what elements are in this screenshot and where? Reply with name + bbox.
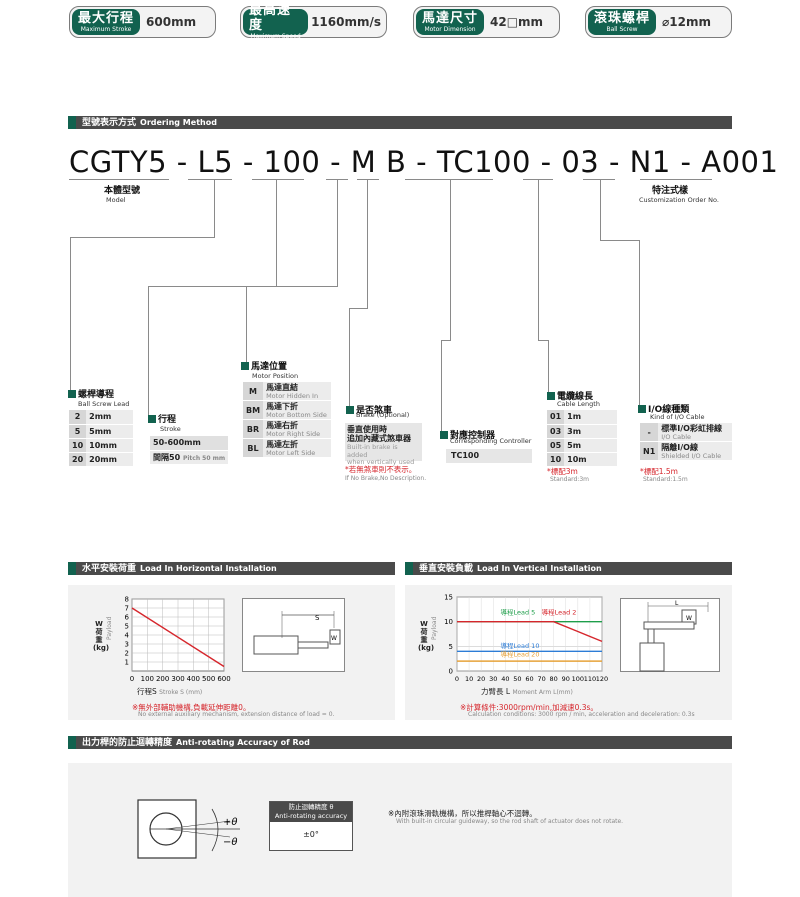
horizontal-diagram bbox=[242, 598, 345, 672]
series-label: 導程Lead 10 bbox=[501, 641, 540, 650]
x-tick-label: 80 bbox=[550, 675, 558, 683]
x-tick-label: 0 bbox=[130, 675, 134, 683]
y-tick-label: 5 bbox=[449, 643, 453, 651]
svg-text:−θ: −θ bbox=[223, 837, 238, 848]
x-tick-label: 300 bbox=[171, 675, 184, 683]
vertical-actuator-diagram: L W bbox=[639, 600, 709, 672]
x-tick-label: 110 bbox=[584, 675, 596, 683]
x-tick-label: 100 bbox=[572, 675, 584, 683]
model-title: 本體型號 bbox=[104, 186, 141, 196]
x-tick-label: 30 bbox=[489, 675, 497, 683]
y-tick-label: 6 bbox=[125, 614, 130, 622]
cable-title: 電纜線長 bbox=[547, 389, 593, 402]
rod-section-diagram: +θ −θ bbox=[137, 799, 240, 859]
x-tick-label: 70 bbox=[537, 675, 545, 683]
table-row: 50-600mm bbox=[150, 436, 229, 451]
motor-position-title: 馬達位置 bbox=[241, 359, 287, 372]
y-tick-label: 15 bbox=[444, 594, 453, 602]
y-tick-label: 2 bbox=[125, 650, 129, 658]
x-tick-label: 120 bbox=[596, 675, 608, 683]
x-tick-label: 0 bbox=[455, 675, 459, 683]
x-tick-label: 20 bbox=[477, 675, 485, 683]
model-code: CGTY5 - L5 - 100 - M B - TC100 - 03 - N1… bbox=[69, 145, 779, 179]
x-tick-label: 600 bbox=[217, 675, 230, 683]
s-label: S bbox=[315, 614, 320, 622]
series-label: 導程Lead 2 bbox=[542, 607, 577, 616]
svg-text:W: W bbox=[686, 615, 692, 622]
x-tick-label: 200 bbox=[156, 675, 169, 683]
svg-text:+θ: +θ bbox=[223, 817, 238, 828]
y-tick-label: 5 bbox=[125, 623, 129, 631]
svg-text:W: W bbox=[331, 635, 337, 642]
x-tick-label: 40 bbox=[501, 675, 509, 683]
badge-title: 最大行程 bbox=[78, 10, 135, 26]
series-label: 導程Lead 5 bbox=[501, 607, 536, 616]
series-label: 導程Lead 20 bbox=[501, 650, 540, 659]
horizontal-actuator-diagram: S W bbox=[253, 611, 341, 655]
brake-box: 垂直使用時追加內藏式煞車器 Built-in brake is added wh… bbox=[345, 423, 422, 466]
x-tick-label: 10 bbox=[465, 675, 473, 683]
y-tick-label: 1 bbox=[125, 659, 129, 667]
series-line bbox=[131, 607, 225, 668]
y-tick-label: 10 bbox=[444, 618, 453, 626]
stroke-table: 50-600mm 間隔50 Pitch 50 mm bbox=[150, 436, 229, 465]
y-tick-label: 7 bbox=[125, 605, 129, 613]
stroke-title: 行程 bbox=[148, 412, 176, 425]
x-tick-label: 60 bbox=[525, 675, 533, 683]
x-tick-label: 100 bbox=[141, 675, 154, 683]
x-tick-label: 500 bbox=[202, 675, 215, 683]
vertical-diagram bbox=[620, 598, 720, 672]
brake-title: 是否煞車 bbox=[346, 403, 392, 416]
svg-text:L: L bbox=[675, 600, 679, 607]
y-tick-label: 3 bbox=[125, 641, 129, 649]
x-tick-label: 90 bbox=[562, 675, 570, 683]
table-row: 間隔50 Pitch 50 mm bbox=[150, 450, 229, 465]
x-tick-label: 50 bbox=[513, 675, 521, 683]
controller-title: 對應控制器 bbox=[440, 428, 495, 441]
y-tick-label: 0 bbox=[449, 668, 453, 676]
x-tick-label: 400 bbox=[187, 675, 200, 683]
y-tick-label: 4 bbox=[125, 632, 130, 640]
y-tick-label: 8 bbox=[125, 596, 129, 604]
io-title: I/O線種類 bbox=[638, 402, 689, 415]
series-line bbox=[457, 620, 603, 643]
lead-title: 螺桿導程 bbox=[68, 387, 114, 400]
custom-title: 特注式樣 bbox=[652, 186, 689, 196]
